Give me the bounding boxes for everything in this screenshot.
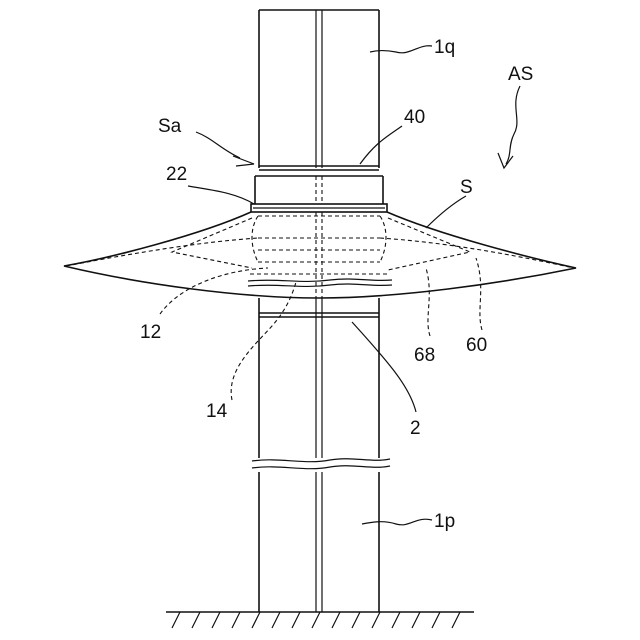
connection-band-40 xyxy=(259,166,379,170)
leader-2 xyxy=(352,322,416,412)
leader-lines xyxy=(160,46,520,525)
leader-14 xyxy=(231,282,296,400)
label-s: S xyxy=(460,177,473,198)
skirt-hidden-structure xyxy=(66,212,574,298)
leader-40 xyxy=(360,126,402,164)
label-as: AS xyxy=(508,64,533,85)
skirt-break-lines xyxy=(248,279,392,286)
pole-break-lines xyxy=(252,458,390,472)
label-60: 60 xyxy=(466,335,487,356)
skirt-s xyxy=(64,212,576,298)
flange-22 xyxy=(251,204,387,212)
band-2 xyxy=(259,313,379,317)
leader-22 xyxy=(188,186,254,204)
label-12: 12 xyxy=(140,322,161,343)
collar-sleeve xyxy=(255,176,383,204)
leader-as xyxy=(506,86,520,164)
ground-hatching xyxy=(172,612,460,628)
label-1p: 1p xyxy=(434,511,455,532)
label-1q: 1q xyxy=(434,37,455,58)
upper-pole-1q xyxy=(259,10,379,168)
label-40: 40 xyxy=(404,107,425,128)
label-14: 14 xyxy=(206,401,228,422)
label-sa: Sa xyxy=(158,116,182,137)
arrow-sa xyxy=(233,156,254,166)
leader-60 xyxy=(476,258,482,330)
leader-1p xyxy=(362,519,432,525)
label-68: 68 xyxy=(414,345,435,366)
label-22: 22 xyxy=(166,164,187,185)
ground xyxy=(166,612,474,628)
lower-pole-1p xyxy=(259,298,379,612)
arrow-as xyxy=(498,153,513,168)
leader-sa xyxy=(196,132,240,158)
leader-68 xyxy=(426,268,430,336)
leader-s xyxy=(426,196,466,228)
label-2: 2 xyxy=(410,418,421,439)
